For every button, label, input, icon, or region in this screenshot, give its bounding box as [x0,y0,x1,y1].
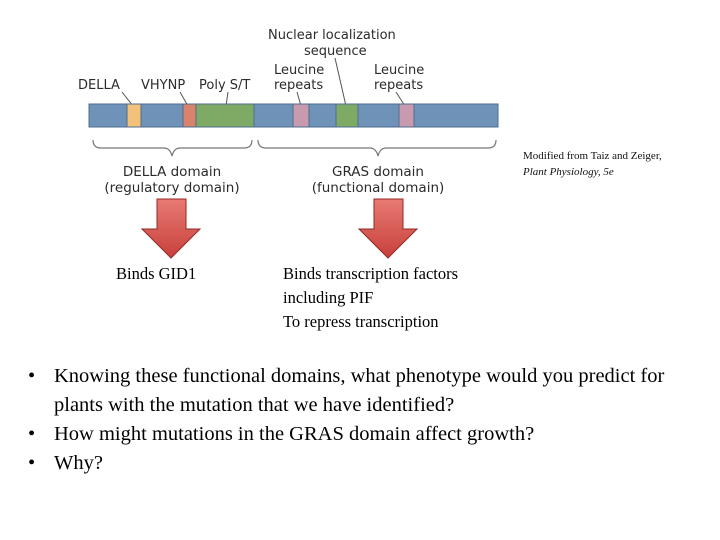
della-motif-label: DELLA [78,78,120,93]
della-motif [126,103,142,128]
figure-credit: Modified from Taiz and Zeiger, Plant Phy… [523,148,662,180]
protein-bar [88,103,499,128]
credit-line1: Modified from Taiz and Zeiger, [523,150,662,162]
down-arrow-gras [357,198,419,259]
leucine-repeats-1-label-line2: repeats [274,78,323,93]
poly-st-motif [195,103,255,128]
vhynp-motif-label: VHYNP [141,78,185,93]
nls-label-line1: Nuclear localization [268,28,396,43]
question-item: Knowing these functional domains, what p… [26,362,706,420]
gras-note-line2: including PIF [283,288,374,307]
gras-function-note: Binds transcription factors including PI… [283,262,458,334]
leucine-repeats-2-motif [398,103,415,128]
gras-note-line3: To repress transcription [283,312,439,331]
gras-domain-label-line1: GRAS domain [332,164,424,180]
della-domain-label-line2: (regulatory domain) [104,180,239,196]
question-list: Knowing these functional domains, what p… [26,362,706,478]
leucine-repeats-1-motif [292,103,310,128]
gras-domain-brace [257,139,497,157]
della-domain-label-line1: DELLA domain [123,164,221,180]
leucine-repeats-2-label-line2: repeats [374,78,423,93]
binds-gid1-note: Binds GID1 [116,264,197,283]
nls-label-line2: sequence [304,44,367,59]
della-domain-brace [92,139,253,157]
nls-motif [335,103,359,128]
down-arrow-della [140,198,202,259]
leucine-repeats-2-label-line1: Leucine [374,63,424,78]
question-item: Why? [26,449,706,478]
vhynp-motif [182,103,197,128]
gras-note-line1: Binds transcription factors [283,264,459,283]
poly-st-motif-label: Poly S/T [199,78,250,93]
credit-line2: Plant Physiology, 5e [523,166,614,178]
question-item: How might mutations in the GRAS domain a… [26,420,706,449]
gras-domain-label-line2: (functional domain) [312,180,445,196]
della-protein-domain-diagram: Nuclear localization sequence DELLA VHYN… [78,28,499,259]
leucine-repeats-1-label-line1: Leucine [274,63,324,78]
